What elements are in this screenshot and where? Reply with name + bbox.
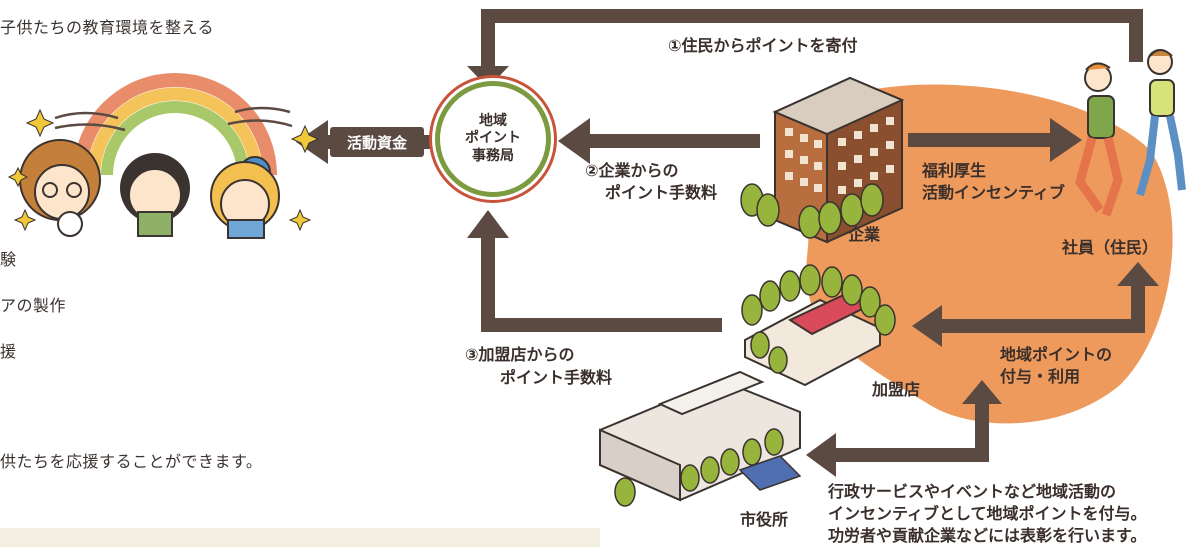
office-line-3: 事務局 [472,147,514,164]
company-label: 企業 [848,225,881,244]
points-grant-label-1: 地域ポイントの [1000,345,1113,364]
arrowhead-city-left [806,433,836,477]
arrowhead-donation [467,66,509,88]
welfare-label-2: 活動インセンティブ [922,183,1066,202]
activity-funds-text: 活動資金 [346,133,407,152]
arrowhead-store-fee [467,210,509,238]
children-rainbow-illustration [19,73,293,239]
city-note-line-3: 功労者や貢献企業などには表彰を行います。 [828,526,1147,545]
left-footer-text: 供たちを応援することができます。 [0,452,263,471]
office-line-2: ポイント [465,130,521,147]
arrowhead-points-employees [1117,262,1159,286]
office-line-1: 地域 [479,112,507,129]
city-hall-label: 市役所 [740,510,789,529]
city-note-line-1: 行政サービスやイベントなど地域活動の [828,482,1117,501]
left-list-item-3: 援 [0,342,17,361]
store-icon [741,264,896,387]
donation-label: ①住民からポイントを寄付 [668,36,858,55]
runners-illustration [1075,49,1186,217]
arrowhead-company-fee [558,118,590,164]
arrow-points-store [938,280,1145,333]
member-store-label: 加盟店 [872,380,921,399]
office-building-icon [740,76,905,244]
activity-funds-label: 活動資金 [330,127,424,157]
company-fee-label-2: ポイント手数料 [605,183,718,202]
arrow-donation [481,9,1143,72]
city-hall-icon [599,370,802,507]
arrowhead-city-up [962,380,1002,404]
welfare-label-1: 福利厚生 [922,161,987,180]
left-heading: 子供たちの教育環境を整える [0,18,215,37]
arrow-store-fee [481,232,722,332]
city-note-line-2: インセンティブとして地域ポイントを付与。 [828,504,1147,523]
store-fee-label-2: ポイント手数料 [500,368,613,387]
arrowhead-points-store [912,305,942,347]
left-list-item-2: アの製作 [0,296,67,315]
point-office-node: 地域 ポイント 事務局 [440,86,546,192]
points-grant-label-2: 付与・利用 [1000,367,1081,386]
arrow-city [832,400,989,462]
company-fee-label-1: ②企業からの [585,161,679,180]
employees-label: 社員（住民） [1062,238,1159,257]
store-fee-label-1: ③加盟店からの [465,345,575,364]
left-list-item-1: 験 [0,250,17,269]
arrowhead-welfare [1050,118,1082,162]
sparkle-icon [7,108,320,232]
bottom-strip [0,528,600,547]
